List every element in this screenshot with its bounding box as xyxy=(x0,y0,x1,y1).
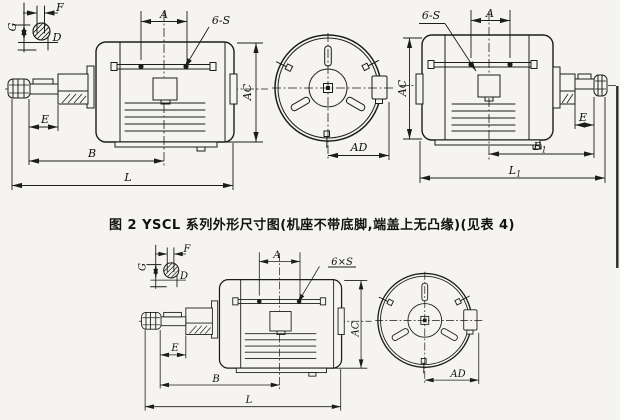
dim-label-ac-bottom: AC xyxy=(351,321,362,337)
dim-label-f-bottom: F xyxy=(183,244,192,255)
dim-label-e-top-right: E xyxy=(578,111,587,124)
dim-label-b1-top-right: B1 xyxy=(532,140,546,155)
shaft-hub xyxy=(559,73,576,105)
shaft-flange xyxy=(552,66,561,109)
bearing-boss xyxy=(415,73,424,105)
shaft-key xyxy=(577,73,592,80)
terminal-box xyxy=(477,74,501,98)
dim-label-l-top-left: L xyxy=(123,171,131,184)
holes-leader-line xyxy=(444,23,477,72)
dim-label-a-bottom: A xyxy=(272,250,280,261)
dim-label-b-bottom: B xyxy=(211,374,219,385)
holes-label-top-left: 6-S xyxy=(212,14,231,27)
dim-label-a-top-right: A xyxy=(485,7,494,20)
top-row-assembly xyxy=(5,3,393,190)
shaft xyxy=(574,78,595,90)
dim-label-f-top: F xyxy=(55,1,64,14)
dim-label-l-bottom: L xyxy=(245,395,253,406)
dim-label-g-top: G xyxy=(6,22,19,31)
dim-label-ac-top-right: AC xyxy=(396,79,409,97)
holes-label-bottom: 6×S xyxy=(331,257,353,268)
dim-label-ac-top-left: AC xyxy=(241,83,254,101)
holes-label-top-right: 6-S xyxy=(422,9,441,22)
dim-label-d-top: D xyxy=(52,31,62,44)
dim-label-e-bottom: E xyxy=(170,343,179,354)
figure-caption: 图 2 YSCL 系列外形尺寸图(机座不带底脚,端盖上无凸缘)(见表 4) xyxy=(109,217,515,233)
dim-label-l1-top-right: L1 xyxy=(508,164,521,179)
shaft-end-knob xyxy=(593,74,608,97)
dim-label-e-top-left: E xyxy=(40,113,49,126)
top-right-motor-view xyxy=(400,10,616,183)
dim-label-ad-top: AD xyxy=(350,141,368,154)
dim-label-a-top-left: A xyxy=(159,8,168,21)
dim-label-ad-bottom: AD xyxy=(449,369,465,380)
cooling-fins xyxy=(451,103,516,132)
dim-label-g-bottom: G xyxy=(138,263,149,271)
bottom-row-assembly xyxy=(139,245,482,410)
dim-label-b-top-left: B xyxy=(87,147,96,160)
dim-label-d-bottom: D xyxy=(179,271,188,282)
